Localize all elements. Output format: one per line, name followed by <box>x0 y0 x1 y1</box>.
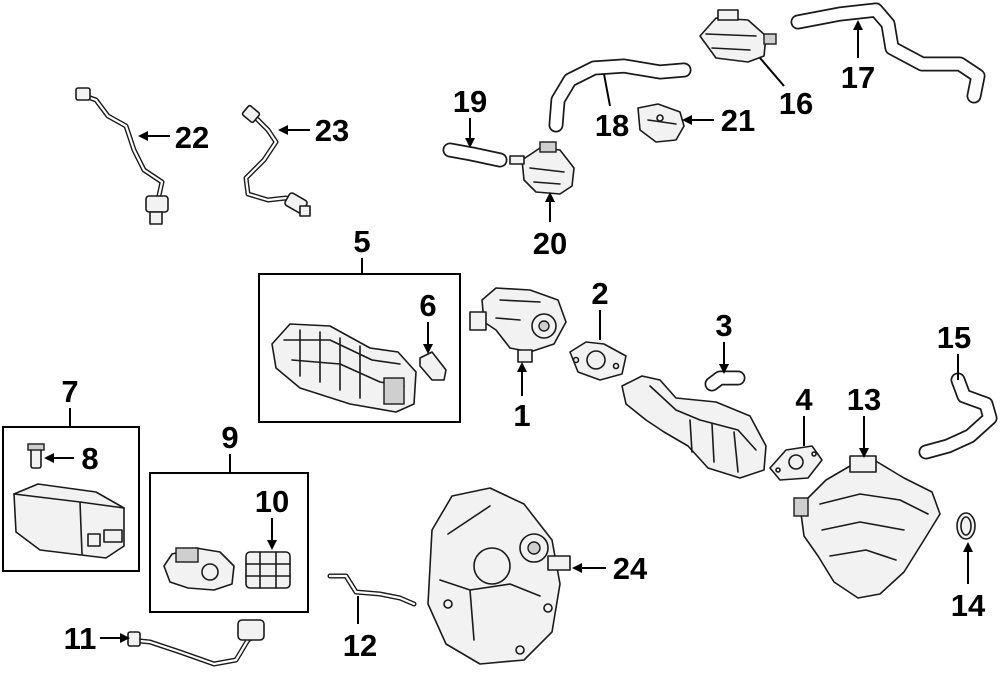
part-17-hose[interactable] <box>790 2 986 104</box>
callout-14: 14 <box>951 588 986 623</box>
part-21-sensor[interactable] <box>637 103 685 143</box>
part-3-egr-pipe[interactable] <box>621 370 767 479</box>
callout-12: 12 <box>343 628 377 663</box>
part-19-hose[interactable] <box>442 142 508 168</box>
callout-24: 24 <box>613 551 648 586</box>
part-23-oxygen-sensor[interactable] <box>241 104 311 217</box>
callout-19: 19 <box>453 84 487 119</box>
callout-17: 17 <box>841 60 875 95</box>
leader-16 <box>759 57 785 87</box>
part-2-gasket[interactable] <box>569 341 627 381</box>
part-11-hose[interactable] <box>127 619 265 667</box>
leader-18 <box>603 73 611 107</box>
callout-8: 8 <box>81 441 98 476</box>
callout-10: 10 <box>255 484 289 519</box>
callout-21: 21 <box>721 103 755 138</box>
part-22-oxygen-sensor[interactable] <box>75 87 169 225</box>
part-24-vacuum-pump[interactable] <box>427 487 571 665</box>
callout-2: 2 <box>591 276 608 311</box>
part-8-fitting[interactable] <box>27 443 45 469</box>
part-1-egr-valve[interactable] <box>469 287 567 363</box>
part-4-gasket[interactable] <box>769 445 823 481</box>
callout-9: 9 <box>221 420 238 455</box>
callout-7: 7 <box>61 374 78 409</box>
callout-18: 18 <box>595 108 629 143</box>
callout-13: 13 <box>847 382 881 417</box>
callout-11: 11 <box>64 621 97 656</box>
part-10-purge-valve[interactable] <box>245 551 291 589</box>
callout-15: 15 <box>937 320 971 355</box>
part-12-pipe[interactable] <box>327 573 417 607</box>
part-20-solenoid-valve[interactable] <box>509 141 575 195</box>
part-13-reservoir[interactable] <box>793 455 941 599</box>
part-6-gasket[interactable] <box>419 351 447 381</box>
callout-3: 3 <box>715 308 732 343</box>
callout-1: 1 <box>513 398 530 433</box>
callout-16: 16 <box>779 86 813 121</box>
callout-6: 6 <box>419 288 436 323</box>
callout-5: 5 <box>353 224 370 259</box>
callout-4: 4 <box>795 382 813 417</box>
callout-22: 22 <box>175 120 209 155</box>
part-5-egr-cooler-assembly[interactable] <box>271 323 417 413</box>
group-box-5 <box>258 273 461 423</box>
callout-20: 20 <box>533 226 567 261</box>
part-9-purge-valve[interactable] <box>163 547 235 591</box>
callout-23: 23 <box>315 113 349 148</box>
part-7-canister[interactable] <box>13 483 125 559</box>
part-18-hose[interactable] <box>548 58 692 133</box>
part-14-clamp[interactable] <box>956 512 976 540</box>
part-16-valve[interactable] <box>699 9 777 63</box>
part-15-hose[interactable] <box>918 372 998 460</box>
